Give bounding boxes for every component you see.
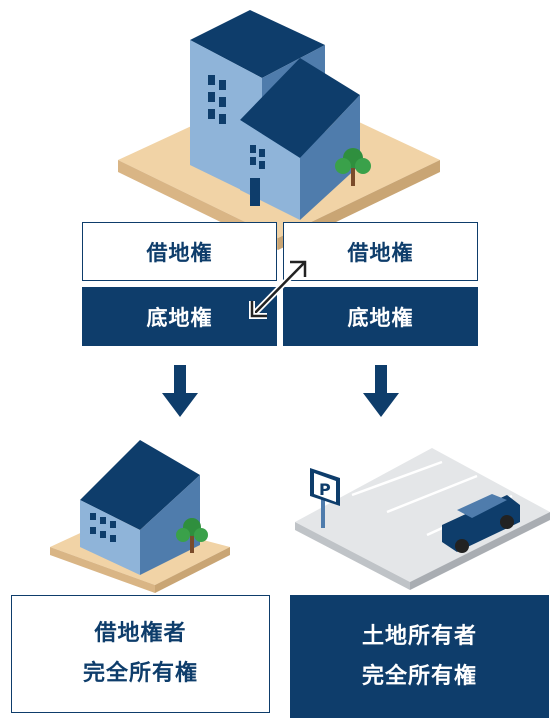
landowner-result-line2: 完全所有権 [361,663,477,689]
parking-lot-illustration: P [295,448,550,590]
leaseholder-result-line1: 借地権者 [94,621,187,646]
top-building-illustration [118,10,440,250]
right-leasehold-box: 借地権 [283,222,478,281]
landowner-result-line1: 土地所有者 [361,623,477,649]
parking-sign-letter: P [319,480,331,499]
leaseholder-result-box: 借地権者 完全所有権 [11,595,270,713]
left-land-right-box: 底地権 [82,287,277,346]
left-down-arrow-icon [162,365,198,417]
leaseholder-result-line2: 完全所有権 [82,661,198,686]
landowner-result-box: 土地所有者 完全所有権 [290,595,549,718]
house-illustration [50,440,230,593]
right-land-right-box: 底地権 [283,287,478,346]
left-leasehold-box: 借地権 [82,222,277,281]
right-down-arrow-icon [363,365,399,417]
